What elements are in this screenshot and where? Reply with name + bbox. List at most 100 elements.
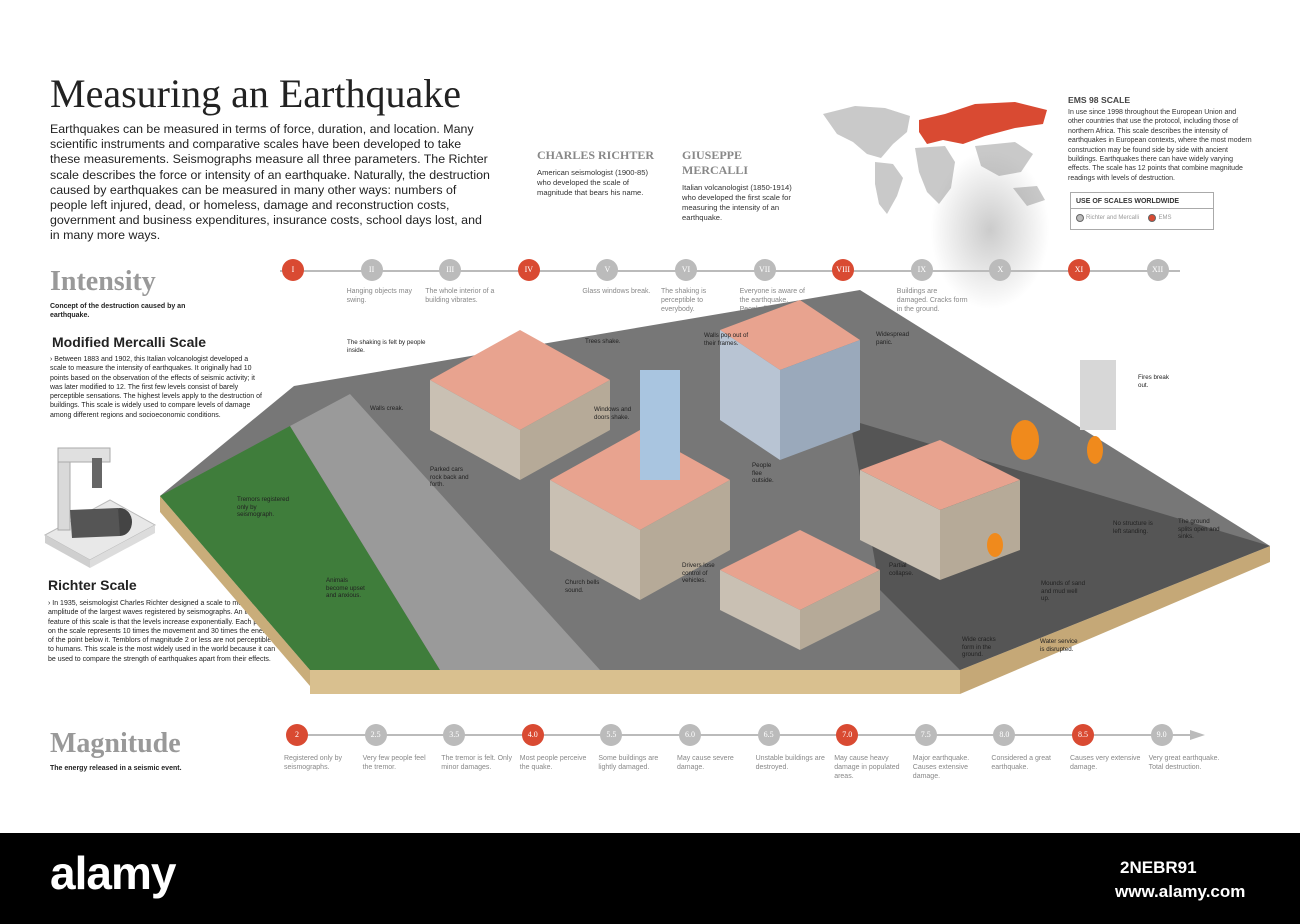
intensity-node: VIII bbox=[832, 259, 855, 281]
ems-heading: EMS 98 SCALE bbox=[1068, 95, 1131, 105]
intensity-subheading: Concept of the destruction caused by an … bbox=[50, 303, 186, 319]
magnitude-desc: Very great earthquake. Total destruction… bbox=[1148, 755, 1220, 771]
magnitude-desc: The tremor is felt. Only minor damages. bbox=[441, 755, 512, 771]
legend-item-richter: Richter and Mercalli bbox=[1076, 214, 1139, 222]
annotation-mounds: Mounds of sand and mud well up. bbox=[1041, 580, 1086, 603]
magnitude-scale-line bbox=[290, 730, 1205, 740]
annotation-animals: Animals become upset and anxious. bbox=[326, 577, 365, 600]
intensity-desc: Hanging objects may swing. bbox=[346, 288, 412, 304]
world-map bbox=[823, 102, 1047, 214]
magnitude-node: 5.5 bbox=[600, 724, 623, 746]
annotation-parked-cars: Parked cars rock back and forth. bbox=[430, 466, 469, 489]
annotation-fires: Fires break out. bbox=[1138, 374, 1169, 389]
magnitude-desc: Unstable buildings are destroyed. bbox=[755, 755, 825, 771]
map-legend: USE OF SCALES WORLDWIDE Richter and Merc… bbox=[1070, 192, 1214, 230]
magnitude-node: 2 bbox=[286, 724, 308, 746]
annotation-partial-collapse: Partial collapse. bbox=[889, 562, 914, 577]
intensity-node: IV bbox=[517, 259, 540, 281]
magnitude-desc: May cause severe damage. bbox=[677, 755, 734, 771]
annotation-trees-shake: Trees shake. bbox=[585, 338, 621, 345]
footer-site: www.alamy.com bbox=[1115, 882, 1246, 901]
fires bbox=[987, 420, 1103, 557]
annotation-widespread-panic: Widespread panic. bbox=[876, 331, 910, 346]
park-grass bbox=[160, 426, 440, 670]
footer-bar bbox=[0, 833, 1300, 924]
bio-mercalli-name: GIUSEPPE MERCALLI bbox=[682, 148, 749, 177]
intensity-node: VI bbox=[675, 259, 697, 281]
legend-item-ems: EMS bbox=[1148, 214, 1172, 222]
magnitude-node: 6.5 bbox=[757, 724, 780, 746]
annotation-people-flee: People flee outside. bbox=[752, 462, 774, 485]
magnitude-desc: Most people perceive the quake. bbox=[519, 755, 587, 771]
magnitude-node: 4.0 bbox=[521, 724, 544, 746]
annotation-water: Water service is disrupted. bbox=[1040, 638, 1078, 653]
richter-heading: Richter Scale bbox=[48, 577, 137, 593]
legend-swatch-red bbox=[1148, 214, 1157, 222]
map-ems-regions bbox=[919, 102, 1047, 144]
ems-text: In use since 1998 throughout the Europea… bbox=[1068, 109, 1252, 182]
magnitude-node: 6.0 bbox=[679, 724, 701, 746]
page-title: Measuring an Earthquake bbox=[50, 71, 461, 116]
bio-richter-text: American seismologist (1900-85) who deve… bbox=[537, 168, 648, 197]
intensity-desc: Buildings are damaged. Cracks form in th… bbox=[896, 288, 968, 313]
magnitude-node: 9.0 bbox=[1150, 724, 1173, 746]
intensity-node: V bbox=[596, 259, 619, 281]
annotation-no-structure: No structure is left standing. bbox=[1113, 520, 1153, 535]
magnitude-node: 7.0 bbox=[836, 724, 859, 746]
intensity-desc: The whole interior of a building vibrate… bbox=[425, 288, 495, 304]
magnitude-node: 8.0 bbox=[993, 724, 1016, 746]
legend-swatch-gray bbox=[1076, 214, 1084, 222]
buildings bbox=[430, 300, 1116, 650]
annotation-wide-cracks: Wide cracks form in the ground. bbox=[962, 636, 996, 659]
mercalli-text: › Between 1883 and 1902, this Italian vo… bbox=[50, 356, 262, 419]
intensity-node: XII bbox=[1146, 259, 1169, 281]
magnitude-desc: Major earthquake. Causes extensive damag… bbox=[912, 755, 970, 780]
main-road bbox=[290, 394, 600, 670]
magnitude-node: 7.5 bbox=[914, 724, 937, 746]
intensity-node: X bbox=[989, 259, 1012, 281]
annotation-walls-pop: Walls pop out of their frames. bbox=[704, 332, 749, 347]
richter-text: › In 1935, seismologist Charles Richter … bbox=[48, 600, 276, 663]
magnitude-heading: Magnitude bbox=[50, 728, 181, 759]
bio-richter-name: CHARLES RICHTER bbox=[537, 148, 655, 162]
bio-mercalli: GIUSEPPE MERCALLI Italian volcanologist … bbox=[682, 148, 807, 223]
magnitude-subheading: The energy released in a seismic event. bbox=[50, 765, 182, 772]
ems-note: EMS 98 SCALE In use since 1998 throughou… bbox=[1068, 95, 1253, 183]
magnitude-node: 3.5 bbox=[443, 724, 466, 746]
magnitude-desc: Registered only by seismographs. bbox=[284, 755, 342, 771]
intensity-desc: The shaking is perceptible to everybody. bbox=[661, 288, 707, 313]
bio-mercalli-text: Italian volcanologist (1850-1914) who de… bbox=[682, 183, 792, 222]
arrow-right-icon bbox=[1190, 730, 1205, 740]
bio-richter: CHARLES RICHTER American seismologist (1… bbox=[537, 148, 662, 198]
intro-paragraph: Earthquakes can be measured in terms of … bbox=[50, 122, 490, 243]
smoke-plume bbox=[930, 150, 1050, 310]
magnitude-desc: Some buildings are lightly damaged. bbox=[598, 755, 659, 771]
footer-logo: alamy bbox=[50, 847, 176, 899]
annotation-windows-doors: Windows and doors shake. bbox=[594, 406, 632, 421]
magnitude-desc: Considered a great earthquake. bbox=[991, 755, 1051, 771]
annotation-shaking-felt: The shaking is felt by people inside. bbox=[347, 339, 426, 354]
magnitude-desc: Causes very extensive damage. bbox=[1070, 755, 1141, 771]
intensity-scale-line bbox=[280, 270, 1180, 272]
magnitude-node: 8.5 bbox=[1072, 724, 1094, 746]
magnitude-desc: May cause heavy damage in populated area… bbox=[834, 755, 900, 780]
intensity-node: I bbox=[282, 259, 304, 281]
intensity-node: XI bbox=[1068, 259, 1090, 281]
intensity-node: VII bbox=[753, 259, 776, 281]
annotation-drivers: Drivers lose control of vehicles. bbox=[682, 562, 715, 585]
map-gray-regions bbox=[823, 106, 1045, 214]
magnitude-node: 2.5 bbox=[364, 724, 387, 746]
map-legend-heading: USE OF SCALES WORLDWIDE bbox=[1071, 193, 1213, 209]
seismograph-illustration bbox=[43, 447, 157, 568]
intensity-node: III bbox=[439, 259, 462, 281]
annotation-church-bells: Church bells sound. bbox=[565, 579, 600, 594]
intensity-node: II bbox=[360, 259, 383, 281]
city-diorama bbox=[160, 290, 1270, 694]
annotation-tremors: Tremors registered only by seismograph. bbox=[237, 496, 290, 519]
annotation-walls-creak: Walls creak. bbox=[370, 405, 404, 412]
intensity-desc: Glass windows break. bbox=[582, 288, 651, 295]
mercalli-heading: Modified Mercalli Scale bbox=[52, 334, 207, 350]
intensity-node: IX bbox=[910, 259, 933, 281]
magnitude-desc: Very few people feel the tremor. bbox=[362, 755, 426, 771]
annotation-ground-splits: The ground splits open and sinks. bbox=[1178, 518, 1220, 541]
